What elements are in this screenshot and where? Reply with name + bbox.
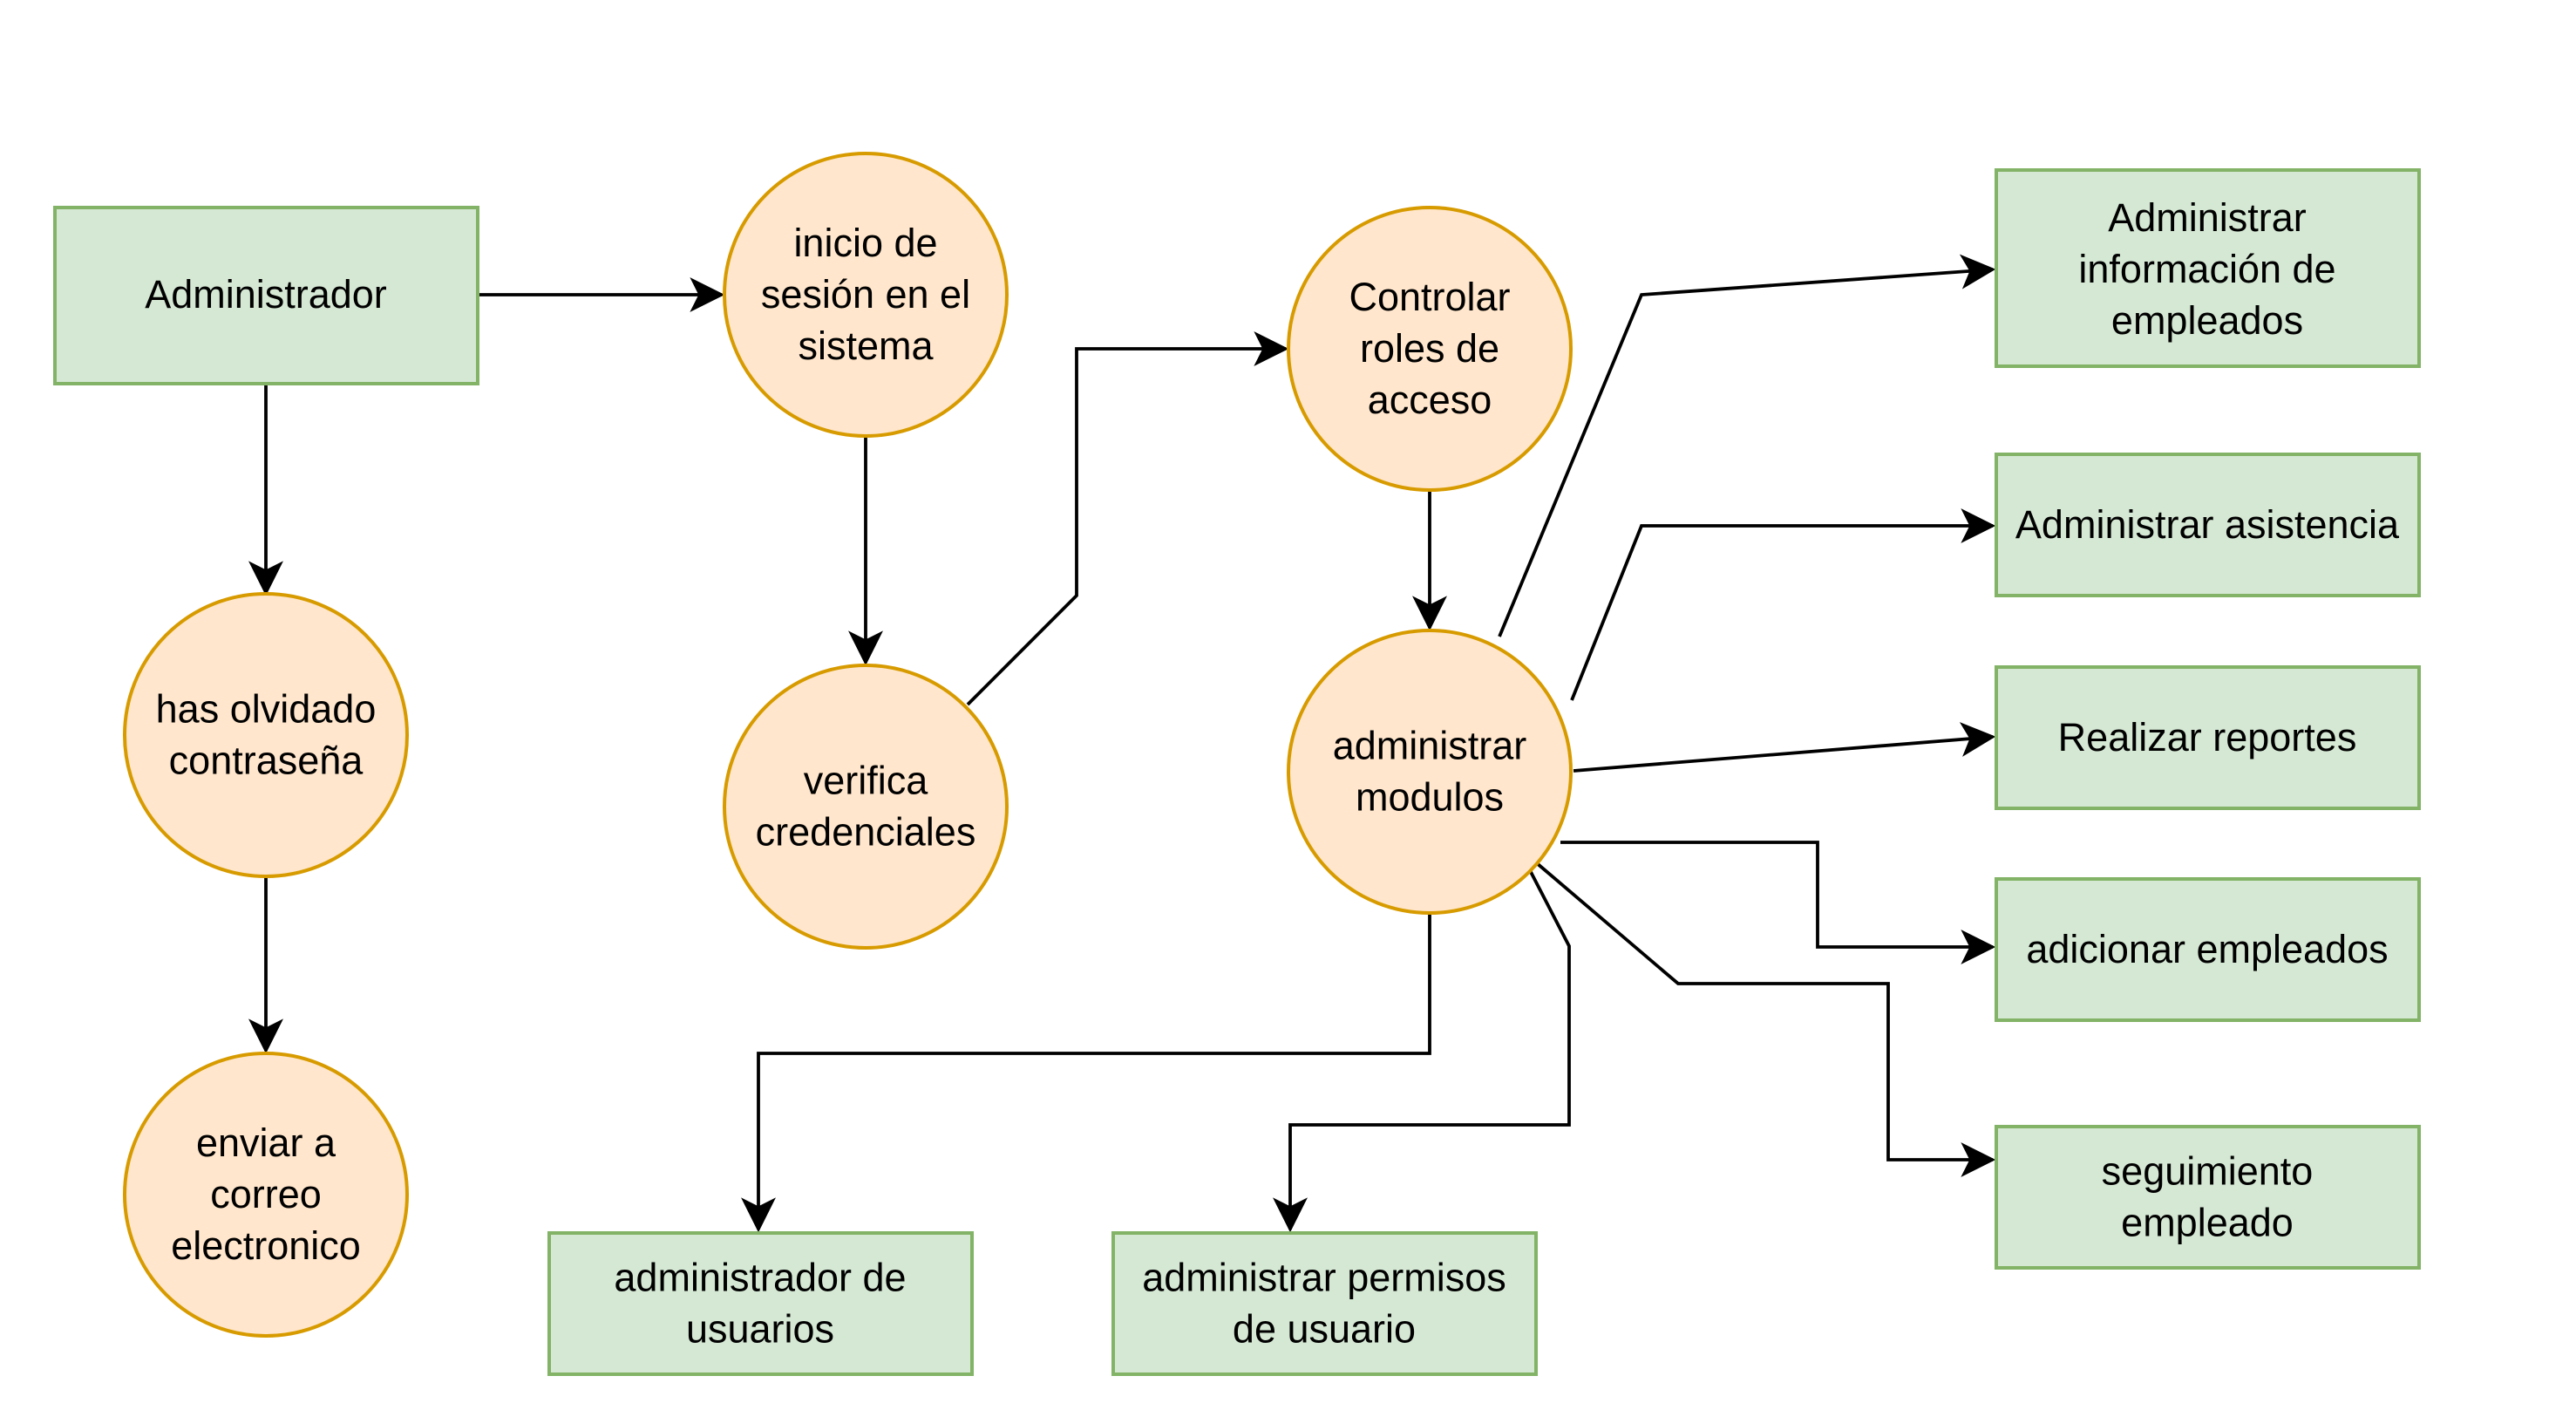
edges-layer: [248, 254, 1996, 1233]
label-line: inicio de: [793, 221, 937, 265]
node-admin-permisos: administrar permisos de usuario: [1111, 1231, 1538, 1376]
label-line: has olvidado: [156, 687, 377, 732]
label-line: Administrador: [145, 272, 387, 317]
edge-modulos-to-admin-info-empleados: [1498, 254, 1996, 637]
label-line: verifica: [804, 759, 929, 803]
label-line: administrar permisos: [1142, 1256, 1506, 1300]
edge-modulos-to-adicionar-empleados: [1560, 841, 1996, 964]
label-line: correo: [210, 1172, 322, 1216]
label-line: empleados: [2111, 298, 2303, 343]
edge-modulos-to-admin-asistencia: [1570, 508, 1996, 701]
edge-modulos-to-realizar-reportes: [1573, 722, 1996, 773]
label-line: empleado: [2121, 1201, 2294, 1245]
node-administrador-usuarios-label: administrador de usuarios: [614, 1256, 906, 1352]
node-administrador-label: Administrador: [145, 272, 387, 317]
nodes-layer: Administrador inicio de sesión en el siste…: [53, 152, 2421, 1376]
edge-modulos-to-seguimiento-empleado: [1535, 862, 1996, 1177]
node-administrador: Administrador: [53, 206, 479, 385]
node-admin-info-empleados: Administrar información de empleados: [1995, 168, 2421, 368]
label-line: adicionar empleados: [2026, 927, 2388, 971]
node-has-olvidado-label: has olvidado contraseña: [156, 687, 377, 783]
node-administrar-modulos: administrar modulos: [1287, 629, 1573, 915]
node-administrar-modulos-label: administrar modulos: [1333, 724, 1527, 820]
label-line: sistema: [798, 324, 934, 368]
label-line: administrar: [1333, 724, 1527, 768]
label-line: Realizar reportes: [2058, 715, 2357, 759]
node-enviar-correo-label: enviar a correo electronico: [171, 1121, 361, 1268]
node-has-olvidado: has olvidado contraseña: [123, 592, 409, 878]
node-seguimiento-empleado: seguimiento empleado: [1995, 1125, 2421, 1270]
node-admin-asistencia: Administrar asistencia: [1995, 453, 2421, 597]
node-admin-info-empleados-label: Administrar información de empleados: [2078, 195, 2335, 343]
node-inicio-sesion: inicio de sesión en el sistema: [723, 152, 1009, 438]
node-inicio-sesion-label: inicio de sesión en el sistema: [761, 221, 970, 368]
node-verifica-credenciales-label: verifica credenciales: [756, 759, 976, 855]
node-seguimiento-empleado-label: seguimiento empleado: [2102, 1149, 2314, 1245]
label-line: seguimiento: [2102, 1149, 2314, 1194]
edge-verifica-credenciales-to-controlar-roles: [966, 331, 1289, 706]
node-adicionar-empleados: adicionar empleados: [1995, 877, 2421, 1022]
node-realizar-reportes: Realizar reportes: [1995, 665, 2421, 810]
label-line: Administrar: [2108, 195, 2307, 240]
edge-modulos-to-admin-permisos: [1273, 869, 1571, 1233]
node-controlar-roles-label: Controlar roles de acceso: [1349, 275, 1510, 422]
label-line: contraseña: [169, 739, 364, 783]
label-line: usuarios: [686, 1307, 834, 1352]
node-enviar-correo: enviar a correo electronico: [123, 1052, 409, 1338]
label-line: acceso: [1368, 378, 1492, 422]
label-line: administrador de: [614, 1256, 906, 1300]
edge-modulos-to-administrador-usuarios: [741, 911, 1431, 1233]
label-line: enviar a: [196, 1121, 336, 1165]
node-admin-permisos-label: administrar permisos de usuario: [1142, 1256, 1506, 1352]
label-line: electronico: [171, 1223, 361, 1268]
label-line: credenciales: [756, 810, 976, 855]
label-line: modulos: [1356, 775, 1504, 820]
label-line: Controlar: [1349, 275, 1510, 319]
label-line: sesión en el: [761, 272, 970, 317]
label-line: información de: [2078, 247, 2335, 291]
label-line: Administrar asistencia: [2015, 502, 2400, 547]
label-line: de usuario: [1233, 1307, 1416, 1352]
node-admin-asistencia-label: Administrar asistencia: [2015, 502, 2400, 547]
node-controlar-roles: Controlar roles de acceso: [1287, 206, 1573, 492]
label-line: roles de: [1360, 326, 1499, 371]
node-verifica-credenciales: verifica credenciales: [723, 664, 1009, 950]
node-adicionar-empleados-label: adicionar empleados: [2026, 927, 2388, 971]
node-administrador-usuarios: administrador de usuarios: [547, 1231, 974, 1376]
node-realizar-reportes-label: Realizar reportes: [2058, 715, 2357, 759]
